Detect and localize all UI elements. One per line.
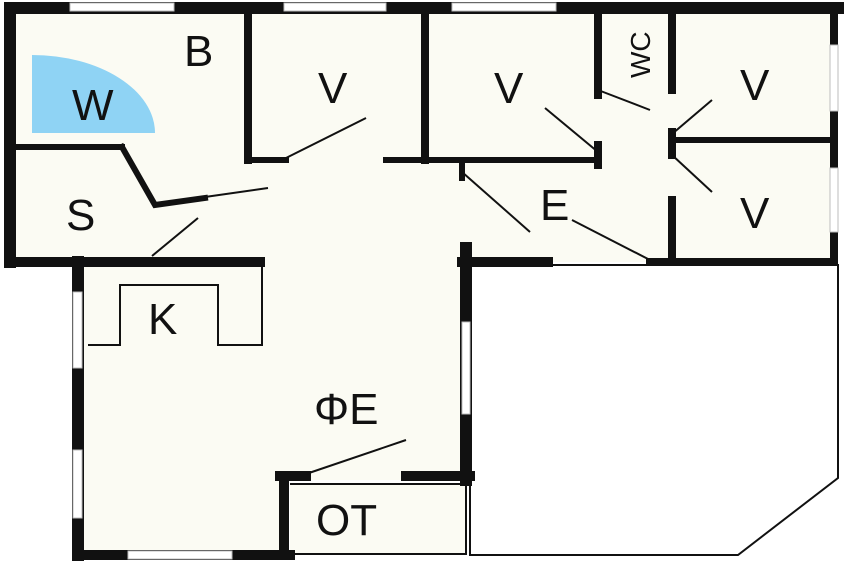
- room-label-wc: WC: [625, 31, 656, 78]
- room-label-living-dining: ΦE: [314, 385, 378, 434]
- washer-symbol: [32, 55, 155, 133]
- room-label-bedroom-1: V: [318, 64, 348, 113]
- room-label-bedroom-4: V: [740, 189, 770, 238]
- room-label-storage: S: [66, 191, 95, 240]
- room-label-washer: W: [72, 81, 114, 130]
- windows: [69, 2, 839, 560]
- room-label-bedroom-3: V: [740, 61, 770, 110]
- room-label-kitchen: K: [148, 295, 177, 344]
- door-leaves: [151, 89, 713, 475]
- room-label-entrance: E: [540, 181, 569, 230]
- room-label-bedroom-2: V: [494, 64, 524, 113]
- room-label-terrace: OT: [316, 496, 377, 545]
- room-labels: B W S V V WC V V E K ΦE OT: [66, 27, 770, 545]
- room-label-bath: B: [184, 27, 213, 76]
